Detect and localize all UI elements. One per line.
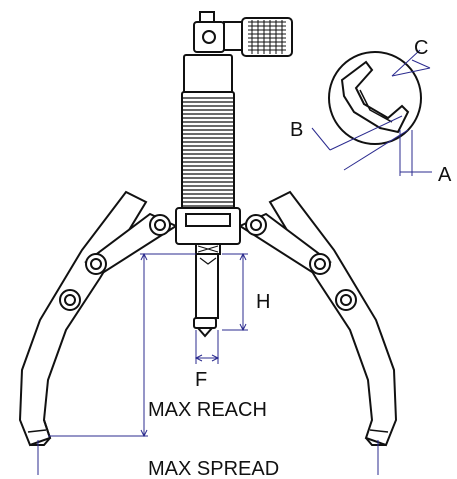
pin-right-arm (335, 289, 357, 311)
dimension-lines (37, 252, 379, 475)
label-f: F (195, 369, 207, 391)
pin-left-link (85, 253, 107, 275)
label-a: A (438, 164, 452, 186)
dimension-max-reach (48, 252, 196, 438)
jaw-tip-detail (311, 49, 432, 176)
pin-left-upper (149, 214, 171, 236)
pin-right-upper (245, 214, 267, 236)
dimension-h (222, 252, 248, 332)
hydraulic-coupler (193, 11, 293, 57)
label-b: B (290, 119, 303, 141)
dimension-max-spread (37, 440, 379, 475)
hydraulic-cylinder (181, 54, 235, 213)
label-h: H (256, 291, 270, 313)
label-c: C (414, 37, 428, 59)
center-ram (193, 243, 221, 338)
pin-right-link (309, 253, 331, 275)
dimension-f (194, 330, 220, 364)
label-max-spread: MAX SPREAD (148, 458, 279, 479)
pin-left-arm (59, 289, 81, 311)
crosshead (175, 207, 241, 245)
pivot-pins (59, 214, 357, 311)
label-max-reach: MAX REACH (148, 399, 267, 421)
